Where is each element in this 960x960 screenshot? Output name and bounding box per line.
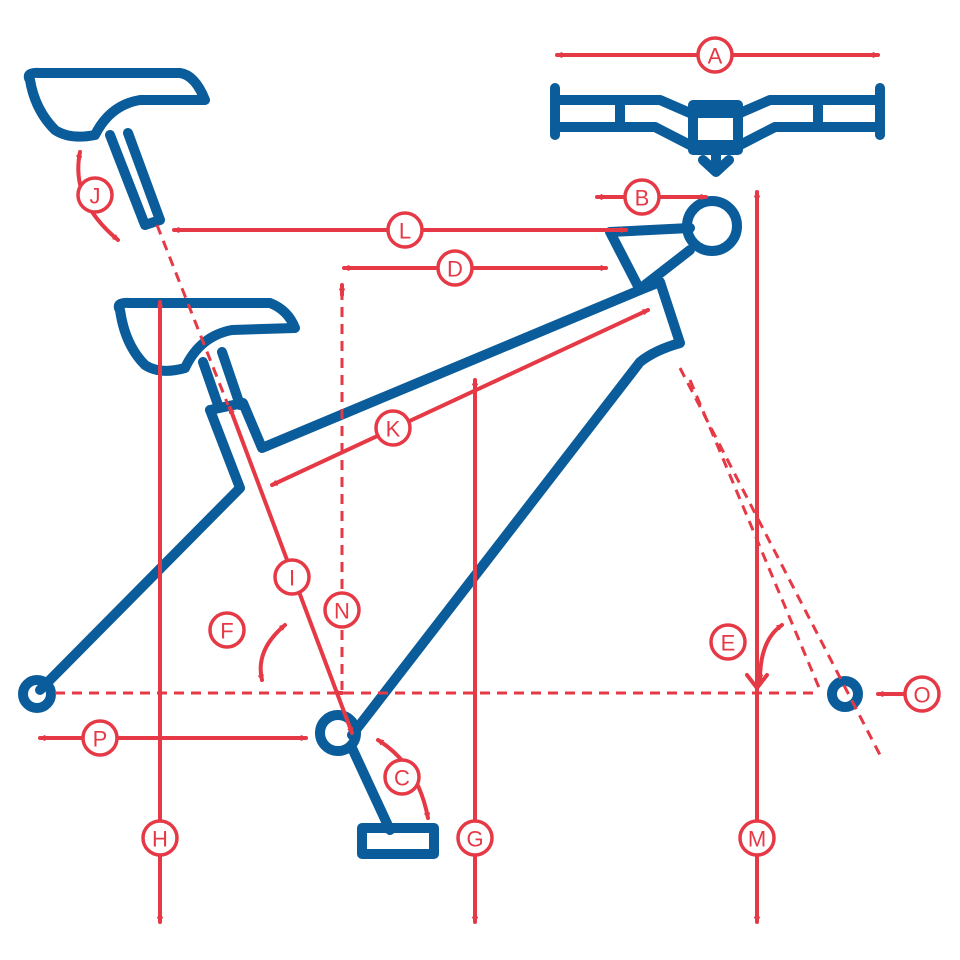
label-g: G: [456, 819, 494, 857]
measure-k: [270, 308, 650, 487]
pedal: [357, 823, 439, 859]
svg-text:L: L: [399, 219, 411, 244]
svg-text:D: D: [447, 257, 463, 282]
svg-text:E: E: [721, 631, 736, 656]
svg-text:K: K: [386, 417, 401, 442]
label-h: H: [141, 819, 179, 857]
svg-text:N: N: [334, 599, 350, 624]
label-e: E: [709, 623, 747, 661]
svg-text:G: G: [466, 827, 483, 852]
crank-arm: [347, 743, 395, 835]
svg-text:F: F: [220, 619, 233, 644]
svg-text:A: A: [708, 44, 723, 69]
measure-f: [261, 623, 287, 682]
measurements: [38, 55, 906, 924]
measure-e: [760, 623, 784, 682]
svg-text:M: M: [748, 827, 766, 852]
reference-lines: [55, 224, 882, 756]
svg-text:C: C: [394, 766, 410, 791]
label-n: N: [323, 591, 361, 629]
label-p: P: [81, 719, 119, 757]
label-i: I: [273, 558, 311, 596]
label-o: O: [903, 675, 941, 713]
svg-text:H: H: [152, 827, 168, 852]
label-f: F: [208, 611, 246, 649]
handlebar: [550, 83, 885, 177]
upper-saddle: [23, 67, 210, 230]
svg-text:J: J: [90, 184, 101, 209]
lower-saddle: [113, 297, 300, 410]
label-a: A: [696, 36, 734, 74]
rear-axle: [18, 675, 56, 713]
label-j: J: [76, 176, 114, 214]
label-m: M: [738, 819, 776, 857]
label-d: D: [436, 249, 474, 287]
label-b: B: [623, 178, 661, 216]
front-axle: [827, 676, 863, 712]
label-c: C: [383, 758, 421, 796]
svg-text:P: P: [93, 727, 108, 752]
svg-text:I: I: [289, 566, 295, 591]
svg-text:B: B: [635, 186, 650, 211]
headset-circle: [682, 196, 742, 256]
label-l: L: [386, 211, 424, 249]
label-k: K: [374, 409, 412, 447]
svg-text:O: O: [913, 683, 930, 708]
